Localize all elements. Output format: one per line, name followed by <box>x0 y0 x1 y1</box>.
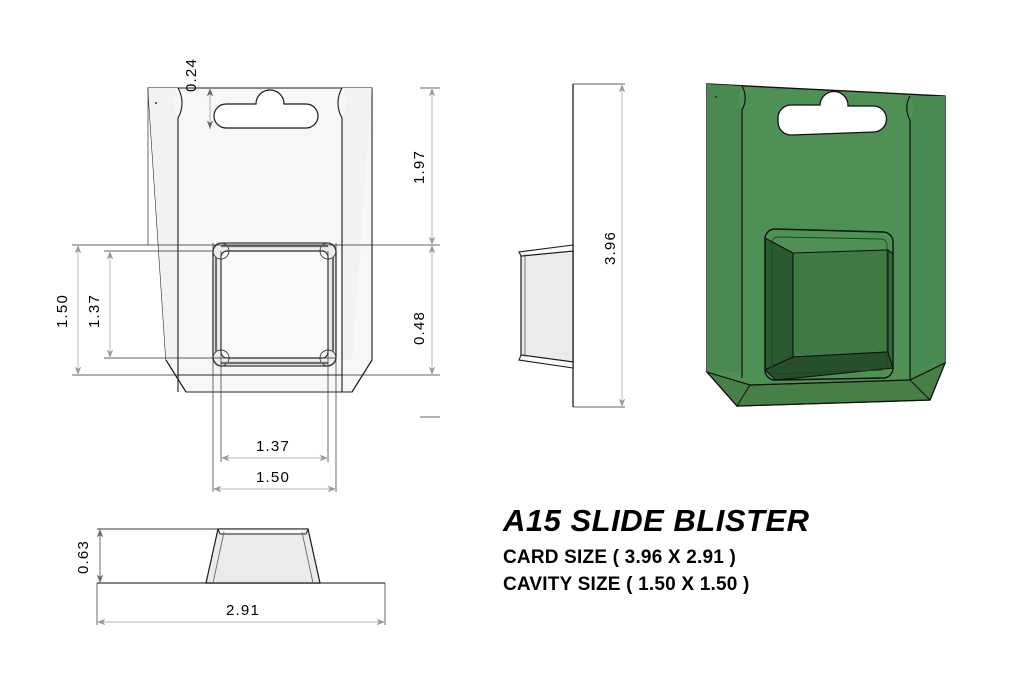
dim-label-cavity-outer-h: 1.50 <box>54 294 71 328</box>
cavity-flange-bands-h <box>221 244 328 365</box>
iso-origin-dot <box>714 95 718 99</box>
side-view: 3.96 <box>518 83 626 408</box>
front-left-fold-line <box>177 87 183 392</box>
hang-hole <box>213 89 319 129</box>
dim-card-upper-height: 1.97 <box>411 87 436 246</box>
bottom-cavity-top-face <box>217 528 309 535</box>
dim-label-hang-offset: 0.24 <box>183 58 200 92</box>
iso-left-fold-line <box>741 85 746 378</box>
dim-label-upper-height: 1.97 <box>411 150 428 184</box>
front-origin-dot <box>154 101 158 105</box>
title-block: A15 SLIDE BLISTER CARD SIZE ( 3.96 X 2.9… <box>502 503 810 595</box>
bottom-view: 0.63 2.91 <box>75 528 386 626</box>
iso-cavity-right-wall <box>887 248 894 369</box>
bottom-extension-lines <box>96 583 386 625</box>
dim-label-cavity-outer-w: 1.50 <box>256 469 290 486</box>
dim-cavity-inner-height: 1.37 <box>86 250 114 359</box>
cavity-flange-bands-v <box>214 257 335 352</box>
iso-cavity-back-face <box>792 249 889 358</box>
front-view: 0.24 1.97 1.50 1.37 0.48 1.37 <box>54 58 440 493</box>
dim-card-total-height: 3.96 <box>602 83 626 408</box>
iso-bottom-chamfer-edges <box>736 379 931 407</box>
front-extension-lines <box>72 87 440 492</box>
front-cavity <box>212 242 337 367</box>
dim-cavity-outer-width: 1.50 <box>212 469 337 493</box>
dim-label-cavity-inner-h: 1.37 <box>86 294 103 328</box>
dim-cavity-depth: 0.63 <box>75 528 104 584</box>
dim-cavity-outer-height: 1.50 <box>54 244 82 376</box>
card-size-label: CARD SIZE ( 3.96 X 2.91 ) <box>503 547 736 568</box>
iso-cavity-rim-inner <box>771 236 888 375</box>
bottom-cavity-wall-lines <box>212 531 314 584</box>
dim-hang-hole-offset: 0.24 <box>183 58 214 130</box>
iso-left-flap-face <box>707 84 742 372</box>
dim-label-total-height: 3.96 <box>602 231 619 265</box>
dim-cavity-inner-width: 1.37 <box>220 438 329 462</box>
cavity-size-label: CAVITY SIZE ( 1.50 X 1.50 ) <box>503 574 750 595</box>
front-right-flap-fill <box>342 88 372 360</box>
iso-cavity-rim <box>764 228 894 381</box>
iso-bottom-fold-line <box>749 379 911 386</box>
cavity-inner-rect <box>220 250 329 359</box>
iso-cavity-left-wall <box>764 237 794 371</box>
front-bottom-chamfer-edges <box>165 359 373 393</box>
dim-label-cavity-depth: 0.63 <box>75 540 92 574</box>
drawing-title: A15 SLIDE BLISTER <box>502 503 810 538</box>
dim-card-total-width: 2.91 <box>96 602 386 626</box>
front-left-flap-fill <box>148 88 178 360</box>
side-cavity-body <box>520 250 574 363</box>
iso-cavity <box>764 228 894 381</box>
dim-card-lower-height: 0.48 <box>411 244 436 376</box>
side-extension-lines <box>573 83 625 408</box>
front-right-fold-line <box>337 87 343 392</box>
isometric-render <box>705 83 947 407</box>
dim-label-lower-height: 0.48 <box>411 311 428 345</box>
dim-label-cavity-inner-w: 1.37 <box>256 438 290 455</box>
side-cavity-bottom-face <box>518 354 574 369</box>
dim-label-total-width: 2.91 <box>226 602 260 619</box>
iso-hang-hole <box>777 90 888 136</box>
side-cavity-top-face <box>518 244 574 257</box>
iso-right-flap-face <box>910 96 945 400</box>
iso-right-fold-line <box>906 95 911 380</box>
